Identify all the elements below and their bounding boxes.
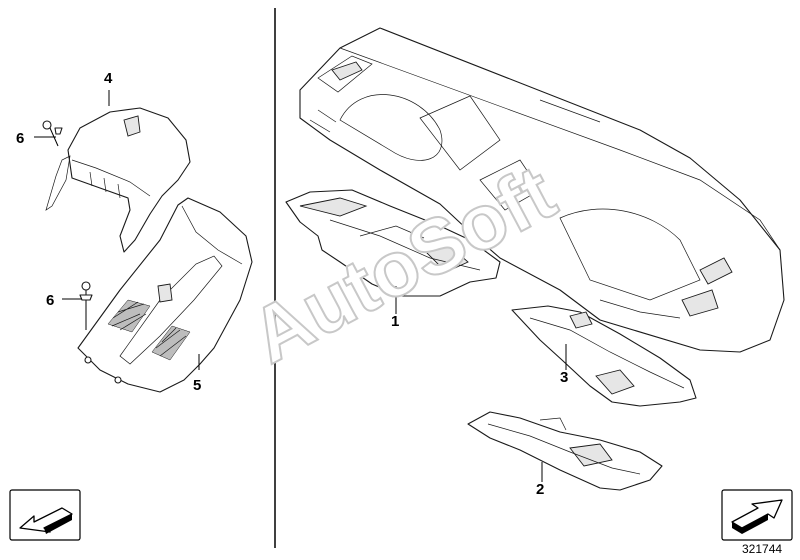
prev-button[interactable]	[9, 489, 81, 541]
callout-1: 1	[391, 313, 399, 330]
callout-4: 4	[104, 70, 113, 87]
clip	[84, 356, 92, 364]
part-1-knee-bolster-trim[interactable]	[285, 189, 501, 297]
callout-6-lower: 6	[46, 292, 54, 309]
document-number: 321744	[742, 542, 782, 556]
vent-grille-right	[151, 325, 191, 361]
part-6-screw-upper[interactable]	[42, 120, 63, 147]
dashboard-assembly	[299, 27, 785, 353]
part-5-lower-steering-column-trim[interactable]	[77, 197, 253, 393]
arrow-back-icon	[19, 507, 73, 534]
clip	[114, 376, 122, 384]
part-3-glovebox-lower-trim[interactable]	[511, 305, 697, 407]
part-2-lower-floor-trim[interactable]	[467, 411, 663, 491]
callout-5: 5	[193, 377, 201, 394]
part-4-upper-steering-column-cover[interactable]	[45, 107, 191, 253]
vent-grille-left	[107, 299, 151, 333]
arrow-forward-icon	[731, 499, 783, 534]
next-button[interactable]	[721, 489, 793, 541]
callout-3: 3	[560, 369, 568, 386]
part-6-screw-lower[interactable]	[79, 281, 93, 330]
callout-6-upper: 6	[16, 130, 24, 147]
callout-2: 2	[536, 481, 544, 498]
